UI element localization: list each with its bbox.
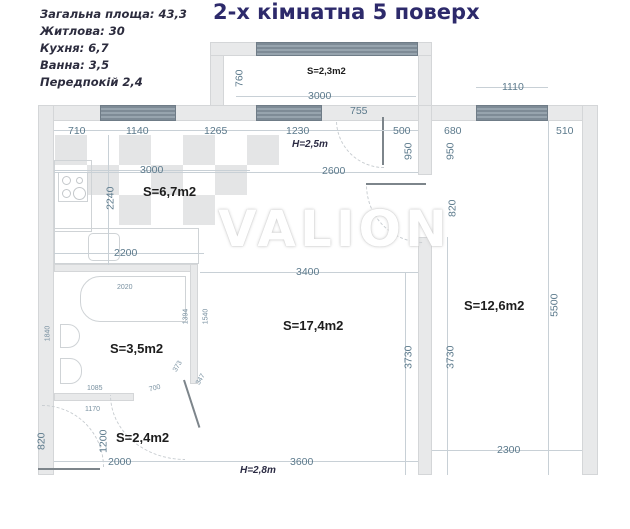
dim-710: 710 bbox=[68, 125, 86, 137]
dim-1200: 1200 bbox=[97, 429, 110, 453]
dim-500: 500 bbox=[393, 125, 411, 137]
right-wall bbox=[582, 105, 598, 475]
bathroom-wall-top bbox=[54, 264, 196, 272]
hall-area-label: Передпокій 2,4 bbox=[40, 75, 143, 89]
entrance-door bbox=[38, 468, 100, 470]
dim-line bbox=[405, 272, 406, 475]
dim-1540: 1540 bbox=[202, 308, 210, 325]
dim-line bbox=[54, 172, 418, 173]
dim-line bbox=[200, 272, 418, 273]
dim-5500: 5500 bbox=[548, 293, 561, 317]
dim-1110: 1110 bbox=[502, 81, 524, 93]
kitchen-area-label: Кухня: 6,7 bbox=[40, 41, 109, 55]
floor-tile bbox=[119, 195, 151, 225]
living-area-label: Житлова: 30 bbox=[40, 24, 125, 38]
floor-tile bbox=[183, 195, 215, 225]
dim-3400: 3400 bbox=[296, 266, 320, 278]
hallway-area: S=2,4m2 bbox=[116, 430, 170, 445]
floor-tile bbox=[247, 135, 279, 165]
living-room-area: S=17,4m2 bbox=[283, 318, 344, 333]
dim-1085: 1085 bbox=[87, 385, 103, 392]
bedroom-door bbox=[366, 183, 426, 185]
dim-1230: 1230 bbox=[286, 125, 310, 137]
bedroom-partition bbox=[418, 105, 432, 175]
dim-bathtub: 2020 bbox=[117, 284, 133, 291]
dim-line bbox=[432, 450, 582, 451]
bathroom-area: S=3,5m2 bbox=[110, 341, 164, 356]
dim-line bbox=[54, 130, 418, 131]
dim-373: 373 bbox=[171, 359, 184, 374]
bathtub bbox=[80, 276, 186, 322]
main-height: H=2,8m bbox=[240, 465, 276, 476]
dim-3730-b: 3730 bbox=[444, 345, 457, 369]
kitchen-window bbox=[100, 105, 176, 121]
bedroom-area: S=12,6m2 bbox=[464, 298, 525, 313]
dim-3730-a: 3730 bbox=[402, 345, 415, 369]
kitchen-counter-bottom bbox=[54, 228, 199, 264]
dim-2200: 2200 bbox=[114, 247, 138, 259]
total-area-label: Загальна площа: 43,3 bbox=[40, 7, 187, 21]
dim-kitchen-width: 3000 bbox=[140, 164, 164, 176]
bath-area-label: Ванна: 3,5 bbox=[40, 58, 110, 72]
balcony-area: S=2,3m2 bbox=[307, 66, 346, 77]
dim-510: 510 bbox=[556, 125, 574, 137]
dim-line bbox=[548, 121, 549, 475]
dim-1394: 1394 bbox=[182, 308, 190, 325]
dim-line bbox=[447, 237, 448, 475]
dim-2300: 2300 bbox=[497, 444, 521, 456]
dim-balcony-depth: 760 bbox=[233, 69, 246, 88]
dim-950-a: 950 bbox=[402, 142, 415, 161]
floor-tile bbox=[119, 135, 151, 165]
dim-755: 755 bbox=[350, 105, 368, 117]
dim-line bbox=[108, 135, 109, 265]
dim-680: 680 bbox=[444, 125, 462, 137]
dim-2600: 2600 bbox=[322, 165, 346, 177]
dim-1265: 1265 bbox=[204, 125, 228, 137]
toilet bbox=[60, 358, 82, 384]
dim-3600: 3600 bbox=[290, 456, 314, 468]
kitchen-area: S=6,7m2 bbox=[143, 184, 197, 199]
bathroom-wall-right bbox=[190, 264, 198, 384]
dim-1840: 1840 bbox=[44, 325, 52, 342]
bedroom-window bbox=[476, 105, 548, 121]
balcony-door-window bbox=[256, 105, 322, 121]
dim-balcony-width: 3000 bbox=[308, 90, 332, 102]
stove bbox=[58, 172, 88, 202]
dim-950-b: 950 bbox=[444, 142, 457, 161]
balcony-window bbox=[256, 42, 418, 56]
floor-tile bbox=[183, 135, 215, 165]
dim-kitchen-depth: 2240 bbox=[104, 186, 117, 210]
watermark: VALION bbox=[218, 200, 451, 258]
bathroom-sink bbox=[60, 324, 80, 348]
dim-line bbox=[476, 87, 548, 88]
apartment-summary: Загальна площа: 43,3 Житлова: 30 Кухня: … bbox=[40, 6, 187, 91]
kitchen-counter bbox=[54, 160, 92, 232]
dim-820-left: 820 bbox=[35, 432, 48, 451]
floor-plan: 760 3000 755 1110 710 1140 1265 1230 500… bbox=[35, 42, 598, 476]
dim-line bbox=[236, 96, 416, 97]
bathroom-door bbox=[183, 379, 201, 428]
dim-line bbox=[54, 461, 418, 462]
dim-line bbox=[54, 253, 204, 254]
dim-1170: 1170 bbox=[85, 406, 101, 413]
dim-1140: 1140 bbox=[126, 125, 149, 137]
plan-title: 2-х кімнатна 5 поверх bbox=[213, 0, 480, 24]
kitchen-height: H=2,5m bbox=[292, 139, 328, 150]
dim-700: 700 bbox=[148, 383, 162, 394]
sink bbox=[88, 233, 120, 261]
bedroom-partition-lower bbox=[418, 237, 432, 475]
dim-2000: 2000 bbox=[108, 456, 132, 468]
dim-line bbox=[54, 170, 250, 171]
